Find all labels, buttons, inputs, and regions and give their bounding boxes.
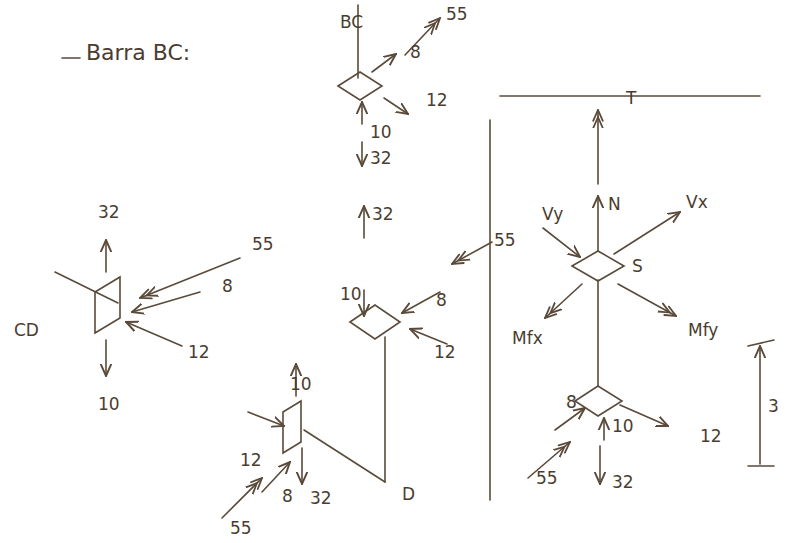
force-label: 55 bbox=[494, 232, 516, 249]
force-label: 32 bbox=[310, 490, 332, 507]
force-label: 8 bbox=[566, 394, 577, 411]
force-label: Vx bbox=[686, 194, 708, 211]
force-label: Mfy bbox=[688, 322, 718, 339]
force-label: 55 bbox=[230, 520, 252, 537]
force-label: 12 bbox=[188, 344, 210, 361]
force-label: T bbox=[626, 90, 636, 107]
force-label: 55 bbox=[536, 470, 558, 487]
force-label: 32 bbox=[612, 474, 634, 491]
title: Barra BC: bbox=[86, 40, 190, 65]
force-label: 8 bbox=[410, 44, 421, 61]
force-label: 10 bbox=[612, 418, 634, 435]
force-label: 12 bbox=[426, 92, 448, 109]
force-label: 10 bbox=[370, 124, 392, 141]
force-label: S bbox=[632, 258, 643, 275]
force-label: 32 bbox=[98, 204, 120, 221]
force-label: 10 bbox=[290, 376, 312, 393]
force-label: CD bbox=[14, 322, 39, 339]
force-label: 8 bbox=[222, 278, 233, 295]
force-label: 32 bbox=[370, 150, 392, 167]
force-label: 12 bbox=[240, 452, 262, 469]
force-label: 12 bbox=[700, 428, 722, 445]
force-label: 55 bbox=[252, 236, 274, 253]
force-label: 8 bbox=[282, 488, 293, 505]
force-label: Mfx bbox=[512, 330, 543, 347]
force-label: 3 bbox=[768, 398, 779, 415]
force-label: 32 bbox=[372, 206, 394, 223]
force-label: 55 bbox=[446, 6, 468, 23]
force-label: D bbox=[402, 486, 415, 503]
force-label: 12 bbox=[434, 344, 456, 361]
force-label: 10 bbox=[98, 396, 120, 413]
force-label: Vy bbox=[542, 206, 563, 223]
force-label: 8 bbox=[436, 292, 447, 309]
force-label: BC bbox=[340, 14, 363, 31]
force-label: N bbox=[608, 196, 621, 213]
force-label: 10 bbox=[340, 286, 362, 303]
